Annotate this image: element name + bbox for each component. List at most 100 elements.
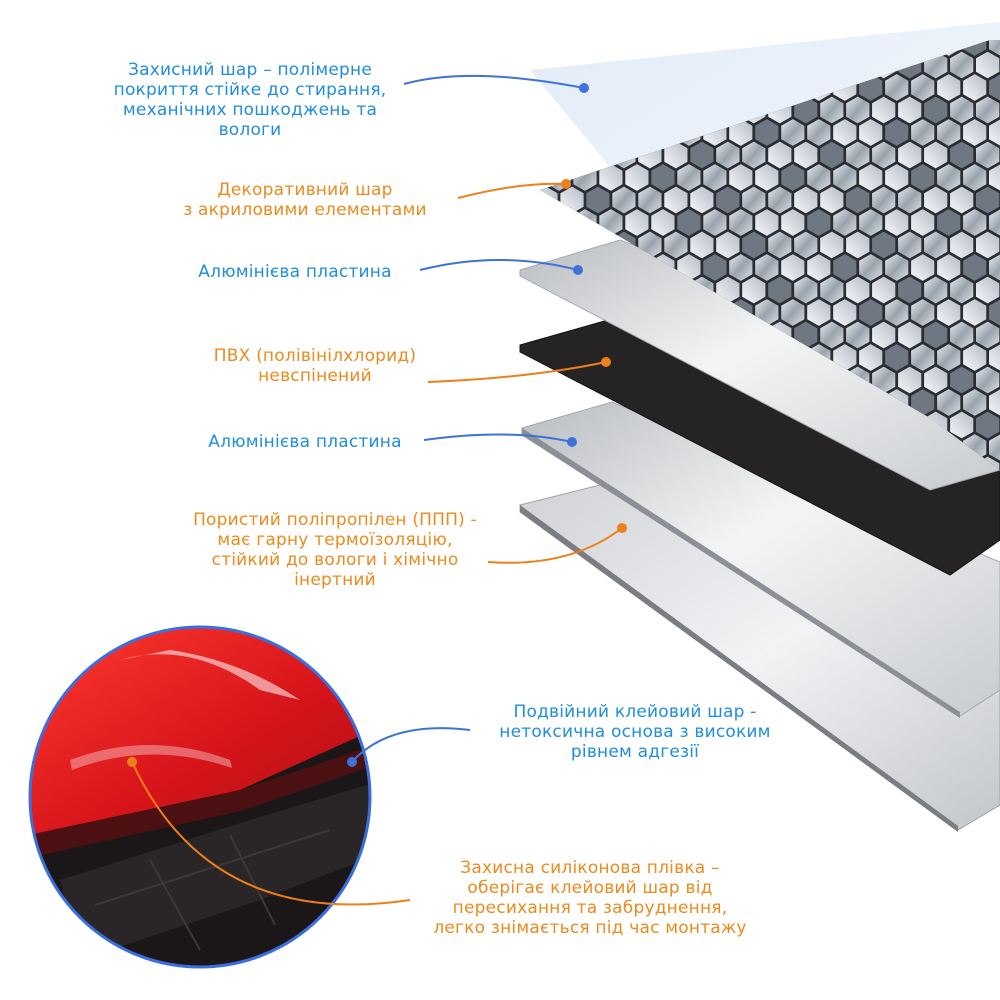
label-line: легко знімається під час монтажу (433, 918, 747, 938)
hex-tile (937, 119, 961, 146)
hex-tile (872, 7, 895, 34)
hex-tile (950, 321, 974, 349)
hex-tile (508, 637, 531, 664)
hex-tile (677, 209, 701, 236)
hex-tile (846, 7, 869, 34)
hex-tile (911, 344, 935, 371)
hex-tile (612, 637, 635, 664)
hex-tile (703, 254, 727, 281)
hex-tile (911, 299, 935, 326)
hex-tile (508, 142, 531, 169)
hex-tile (976, 186, 1000, 214)
hex-tile (833, 344, 857, 371)
hex-tile (690, 186, 714, 214)
hex-tile (963, 164, 987, 191)
hex-tile (794, 186, 818, 214)
label-line: стійкий до вологи і хімічно (211, 550, 459, 570)
hex-tile (807, 164, 831, 191)
leader-polypropylene (487, 527, 623, 564)
hex-tile (963, 299, 987, 326)
hex-tile (976, 51, 1000, 79)
hex-tile (625, 40, 649, 56)
hex-tile (664, 7, 687, 34)
hex-tile (508, 187, 531, 214)
hex-tile (508, 7, 531, 34)
hex-tile (716, 231, 740, 259)
hex-tile (989, 209, 1000, 236)
hex-tile (781, 164, 805, 191)
hex-tile (781, 209, 805, 236)
hex-tile (540, 96, 558, 124)
hex-tile (742, 231, 766, 259)
dot-marker-icon (347, 757, 357, 767)
hex-tile (924, 321, 948, 349)
hex-tile (950, 411, 974, 439)
hex-tile (807, 254, 831, 281)
hex-tile (612, 7, 635, 34)
hex-tile (508, 52, 531, 79)
label-line: Захисна силіконова плівка – (460, 858, 720, 878)
label-line: невспінений (258, 366, 372, 386)
hex-tile (677, 659, 700, 686)
hex-tile (989, 40, 1000, 56)
hex-tile (560, 7, 583, 34)
hex-tile (989, 119, 1000, 146)
hex-tile (820, 7, 843, 34)
hex-tile (833, 209, 857, 236)
hex-tile (729, 164, 753, 191)
hex-tile (937, 299, 961, 326)
hex-tile (937, 164, 961, 191)
hex-tile (807, 209, 831, 236)
hex-tile (807, 119, 831, 146)
hex-tile (651, 659, 674, 686)
hex-tile (547, 209, 571, 236)
hex-tile (833, 254, 857, 281)
hex-tile (820, 231, 844, 259)
hex-tile (651, 164, 675, 191)
hex-tile (820, 321, 844, 349)
hex-tile (859, 299, 883, 326)
hex-tile (976, 276, 1000, 304)
label-line: Захисний шар – полімерне (127, 60, 372, 80)
hex-tile (833, 299, 857, 326)
label-line: оберігає клейовий шар від (467, 878, 713, 898)
hex-tile (729, 254, 753, 281)
hex-tile (885, 74, 909, 101)
hex-tile (859, 344, 883, 371)
aluminum-plate-top (519, 239, 1000, 491)
hex-tile (521, 614, 544, 641)
hex-tile (950, 51, 974, 79)
hex-tile (781, 299, 805, 326)
hex-tile (508, 457, 531, 484)
hex-tile (534, 592, 557, 619)
hex-tile (989, 434, 1000, 461)
hex-tile (885, 119, 909, 146)
hex-tile (677, 164, 701, 191)
hex-tile (963, 344, 987, 371)
hex-tile (898, 7, 921, 34)
hex-tile (976, 141, 1000, 169)
hex-tile (547, 659, 570, 686)
aluminum-bottom-edge (522, 428, 960, 718)
hex-tile (989, 299, 1000, 326)
hex-tile (976, 231, 1000, 259)
hex-tile (794, 141, 818, 169)
leader-silicone (131, 761, 411, 906)
leader-aluminum-top (419, 259, 579, 271)
hex-tile (963, 119, 987, 146)
hex-tile (599, 659, 622, 686)
leader-protective (403, 74, 585, 89)
hex-tile (690, 7, 713, 34)
hex-tile (846, 321, 870, 349)
hex-tile (963, 254, 987, 281)
hex-tile (859, 119, 883, 146)
hex-tile (911, 164, 935, 191)
hex-tile (963, 389, 987, 416)
label-aluminum-top: Алюмінієва пластина (150, 262, 440, 282)
magnifier-circle (28, 625, 372, 969)
hex-tile (755, 209, 779, 236)
leader-adhesive (351, 727, 471, 763)
hex-tile (729, 209, 753, 236)
hex-tile (924, 276, 948, 304)
hex-tile (872, 96, 896, 124)
